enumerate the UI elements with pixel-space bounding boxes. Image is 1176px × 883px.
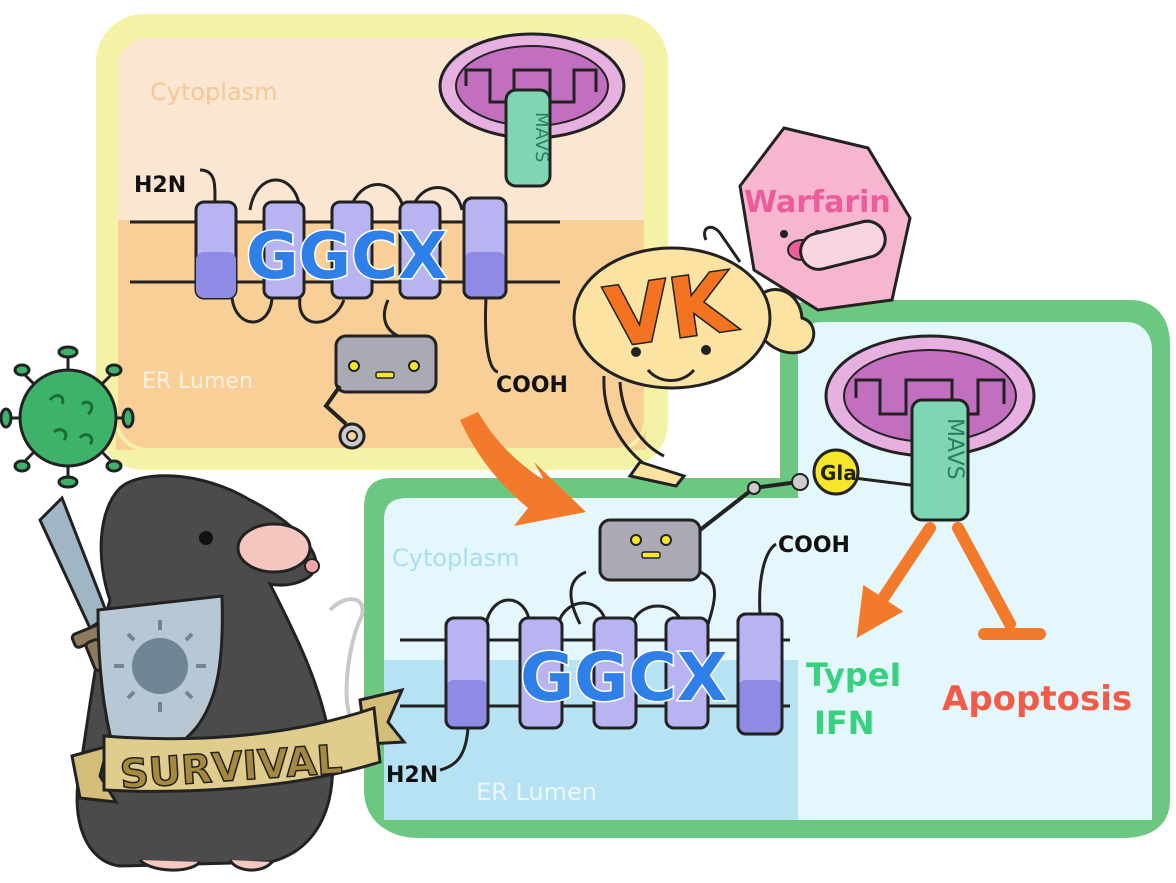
top-helices <box>194 196 508 300</box>
mouse-character: SURVIVAL <box>38 474 407 872</box>
type1-ifn-label-line1: TypeI <box>806 656 901 694</box>
gla-label: Gla <box>820 461 857 485</box>
top-c-term-label: COOH <box>496 373 568 398</box>
inhibit-apoptosis <box>952 522 1046 640</box>
bottom-n-term-label: H2N <box>386 763 438 788</box>
virus-icon <box>0 345 135 489</box>
bottom-c-term-label: COOH <box>778 533 850 558</box>
top-ggcx-label: GGCX <box>246 220 447 294</box>
top-n-term-label: H2N <box>134 173 186 198</box>
bottom-mavs-label: MAVS <box>942 418 967 480</box>
transition-arrow <box>460 412 586 526</box>
top-mitochondrion-icon: MAVS <box>438 32 626 188</box>
bottom-cytoplasm-label: Cytoplasm <box>392 544 520 572</box>
bottom-c-term-chain <box>758 542 777 615</box>
vk-label: VK <box>600 254 742 366</box>
bottom-panel: Cytoplasm ER Lumen GGCX H2N COOH <box>364 300 1170 838</box>
bottom-helices <box>444 612 784 736</box>
top-panel: Cytoplasm ER Lumen H2N GGCX COOH <box>96 14 668 470</box>
apoptosis-label: Apoptosis <box>942 679 1132 719</box>
bottom-lumen-label: ER Lumen <box>476 778 597 806</box>
top-c-term-chain <box>484 297 499 374</box>
bottom-robot-enzyme-icon <box>569 473 809 625</box>
arrow-to-type1-ifn <box>856 522 936 638</box>
warfarin-label: Warfarin <box>744 185 891 220</box>
top-robot-enzyme-icon <box>323 299 438 450</box>
type1-ifn-label-line2: IFN <box>814 704 875 742</box>
vitamin-k-character: VK <box>572 225 816 488</box>
warfarin-molecule-icon: Warfarin <box>738 126 912 312</box>
top-mavs-label: MAVS <box>531 112 552 162</box>
top-lumen-label: ER Lumen <box>142 369 253 394</box>
bottom-ggcx-label: GGCX <box>520 639 728 716</box>
bottom-n-term-chain <box>439 727 470 772</box>
top-cytoplasm-label: Cytoplasm <box>150 78 278 106</box>
gla-residue: Gla <box>812 448 919 496</box>
bottom-mitochondrion-icon: MAVS <box>824 334 1036 522</box>
top-lumen-loops <box>230 297 346 324</box>
